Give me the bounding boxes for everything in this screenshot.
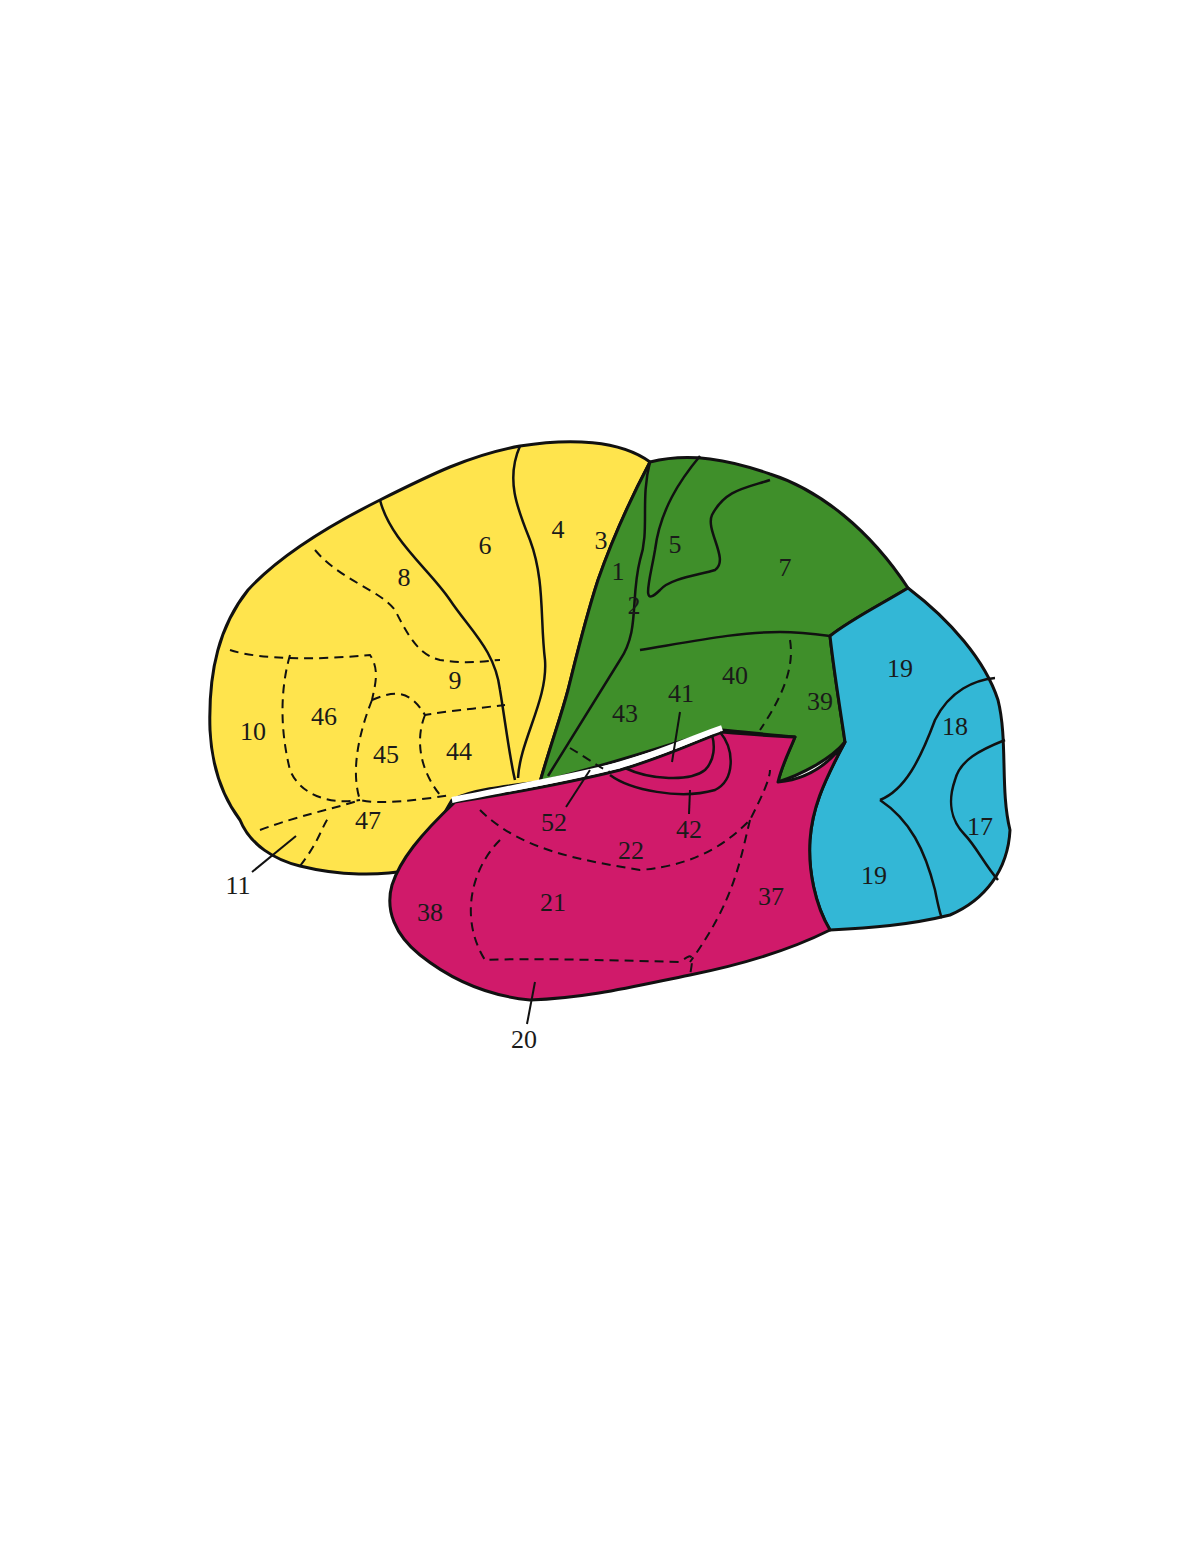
area-number: 17 (967, 814, 993, 840)
sulcus-line (548, 462, 650, 776)
area-number: 7 (779, 555, 792, 581)
area-number: 8 (398, 565, 411, 591)
area-boundary (356, 700, 450, 802)
area-number: 22 (618, 838, 644, 864)
area-number: 3 (595, 528, 608, 554)
area-boundary (283, 655, 361, 801)
area-number: 40 (722, 663, 748, 689)
leader-line (689, 790, 690, 814)
area-number: 19 (887, 656, 913, 682)
area-boundary (420, 715, 440, 795)
area-number: 45 (373, 742, 399, 768)
sulcus-line (880, 678, 995, 800)
area-number: 5 (669, 532, 682, 558)
area-boundary (760, 640, 791, 730)
area-boundary (300, 815, 330, 866)
sulcus-line (610, 732, 731, 794)
area-number: 1 (612, 559, 625, 585)
leader-line (672, 712, 680, 762)
area-number: 46 (311, 704, 337, 730)
area-boundary (471, 840, 692, 975)
area-number: 43 (612, 701, 638, 727)
area-number: 9 (449, 668, 462, 694)
area-number: 20 (511, 1027, 537, 1053)
area-boundary (315, 550, 500, 662)
leader-line (252, 836, 296, 872)
sulcus-line (513, 446, 545, 778)
area-number: 39 (807, 689, 833, 715)
sulcus-line (648, 456, 770, 596)
sulcus-line (380, 500, 515, 780)
area-boundary (570, 748, 610, 772)
area-boundary (372, 694, 505, 715)
sylvian-fissure (452, 728, 722, 800)
leader-line (527, 982, 535, 1024)
area-number: 11 (225, 873, 250, 899)
sulcus-line (625, 735, 714, 778)
area-boundary (230, 650, 376, 700)
area-number: 38 (417, 900, 443, 926)
sulcus-line (640, 632, 830, 650)
area-number: 37 (758, 884, 784, 910)
sulcus-line (951, 740, 1005, 880)
area-boundary (260, 800, 360, 830)
area-number: 52 (541, 810, 567, 836)
area-number: 21 (540, 890, 566, 916)
area-number: 10 (240, 719, 266, 745)
area-number: 4 (552, 517, 565, 543)
occipital-lobe (810, 588, 1010, 930)
temporal-lobe (390, 732, 845, 1000)
area-number: 18 (942, 714, 968, 740)
area-number: 19 (861, 863, 887, 889)
area-number: 6 (479, 533, 492, 559)
sulcus-line (880, 800, 942, 918)
area-number: 42 (676, 817, 702, 843)
area-number: 47 (355, 808, 381, 834)
area-number: 44 (446, 739, 472, 765)
area-number: 41 (668, 681, 694, 707)
area-boundary (480, 770, 770, 870)
leader-line (566, 770, 590, 807)
area-number: 2 (628, 593, 641, 619)
